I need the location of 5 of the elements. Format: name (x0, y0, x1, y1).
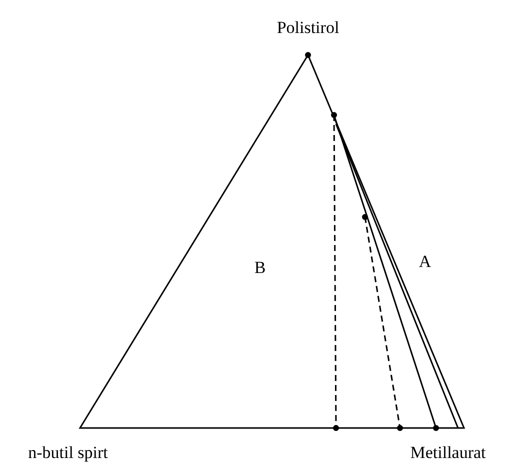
region-label: A (418, 252, 432, 272)
vertex-label: Polistirol (276, 18, 340, 38)
region-label: B (254, 258, 266, 278)
vertex-label: n-butil spirt (28, 443, 108, 463)
vertex-label: Metillaurat (410, 443, 486, 463)
